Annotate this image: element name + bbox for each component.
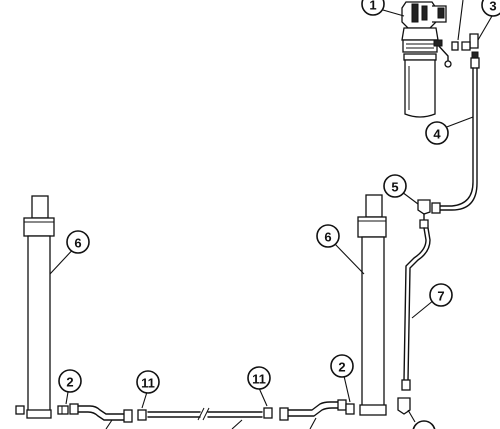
svg-text:1: 1 — [369, 0, 376, 13]
callout-6-left: 6 — [66, 230, 90, 254]
svg-text:2: 2 — [338, 360, 345, 375]
power-unit — [401, 1, 452, 118]
hydraulic-tube-7 — [401, 227, 431, 391]
svg-text:11: 11 — [252, 372, 266, 387]
svg-text:6: 6 — [74, 236, 81, 251]
svg-text:11: 11 — [141, 376, 155, 391]
callout-7: 7 — [429, 283, 453, 307]
callout-11-left: 11 — [136, 370, 160, 394]
lift-cylinder-right — [357, 194, 411, 416]
hydraulic-hose-4 — [431, 57, 480, 214]
svg-text:3: 3 — [489, 0, 496, 14]
lift-cylinder-left — [23, 195, 55, 419]
svg-text:2: 2 — [66, 375, 73, 390]
callout-4: 4 — [425, 121, 449, 145]
callout-11-right: 11 — [247, 366, 271, 390]
callout-5: 5 — [383, 174, 407, 198]
bottom-hydraulic-lines — [15, 399, 355, 423]
callout-3: 3 — [481, 0, 500, 17]
elbow-fitting-5 — [417, 199, 431, 229]
callout-1: 1 — [361, 0, 385, 16]
callout-2-left: 2 — [58, 369, 82, 393]
callout-partial-bottom-right — [412, 420, 436, 429]
callout-2-right: 2 — [330, 354, 354, 378]
svg-text:5: 5 — [391, 180, 398, 195]
elbow-fitting-top — [451, 33, 479, 59]
svg-text:7: 7 — [437, 289, 444, 304]
svg-text:6: 6 — [324, 230, 331, 245]
svg-text:4: 4 — [433, 127, 441, 142]
callout-6-right: 6 — [316, 224, 340, 248]
